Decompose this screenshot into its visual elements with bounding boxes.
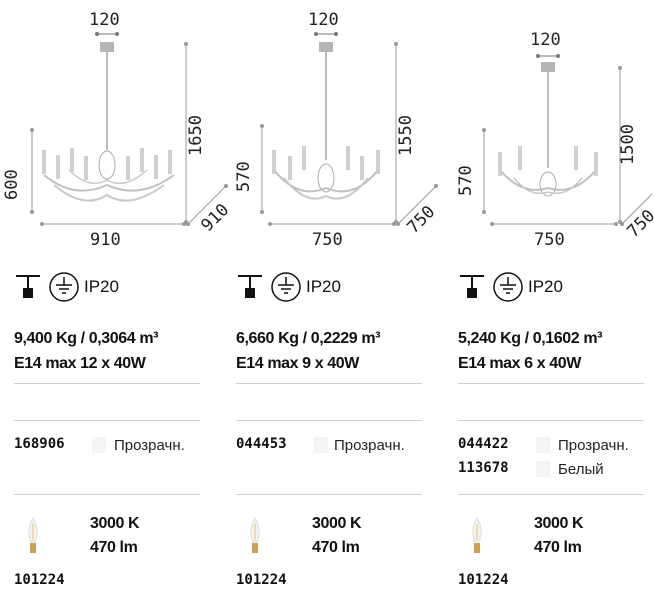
finish-label: Прозрачн.	[334, 437, 405, 454]
color-temperature: 3000 K	[534, 515, 584, 532]
incandescent-bulb-icon	[250, 517, 260, 553]
finish-swatch	[536, 461, 550, 477]
canopy-dimension: 120	[89, 10, 120, 30]
bulb-code: 101224	[236, 572, 287, 588]
height-dimension: 1500	[618, 124, 638, 165]
divider	[236, 494, 422, 495]
finish-label: Прозрачн.	[558, 437, 629, 454]
bulb-code: 101224	[14, 572, 65, 588]
divider	[236, 383, 422, 384]
earth-ground-icon	[271, 272, 301, 302]
product-code: 113678	[458, 460, 509, 476]
chandelier-drawing	[30, 32, 228, 226]
divider	[236, 420, 422, 421]
divider	[458, 494, 644, 495]
product-code: 044453	[236, 436, 287, 452]
color-temperature: 3000 K	[312, 515, 362, 532]
lamp-spec: E14 max 12 x 40W	[14, 355, 146, 372]
product-code: 044422	[458, 436, 509, 452]
product-column-2: 120 1550 570 750 750 IP20 6,660 Kg / 0,2…	[234, 0, 446, 592]
finish-swatch	[314, 437, 328, 453]
weight-volume: 9,400 Kg / 0,3064 m³	[14, 330, 159, 347]
body-dimension: 570	[456, 165, 476, 196]
canopy-dimension: 120	[308, 10, 339, 30]
body-dimension: 570	[234, 161, 254, 192]
lumen-output: 470 lm	[90, 539, 138, 556]
chandelier-drawing	[260, 32, 438, 226]
incandescent-bulb-icon	[472, 517, 482, 553]
product-column-1: 120 1650 600 910 910 IP20 9,400 Kg / 0,3…	[2, 0, 233, 592]
earth-ground-icon	[49, 272, 79, 302]
divider	[14, 494, 200, 495]
weight-volume: 6,660 Kg / 0,2229 m³	[236, 330, 381, 347]
lamp-spec: E14 max 9 x 40W	[236, 355, 359, 372]
body-dimension: 600	[2, 169, 22, 200]
product-column-3: 120 1500 570 750 750 IP20 5,240 Kg / 0,1…	[456, 0, 654, 592]
lamp-spec: E14 max 6 x 40W	[458, 355, 581, 372]
canopy-dimension: 120	[530, 30, 561, 50]
symbols-row: IP20	[236, 270, 341, 304]
symbols-row: IP20	[14, 270, 119, 304]
divider	[14, 420, 200, 421]
width-dimension: 750	[312, 230, 343, 250]
code-row: 168906 Прозрачн.	[14, 436, 224, 456]
ip-rating: IP20	[528, 277, 563, 296]
height-dimension: 1550	[396, 115, 416, 156]
divider	[458, 420, 644, 421]
bulb-code: 101224	[458, 572, 509, 588]
code-row: 113678 Белый	[458, 460, 654, 480]
width-dimension: 750	[534, 230, 565, 250]
symbols-row: IP20	[458, 270, 563, 304]
earth-ground-icon	[493, 272, 523, 302]
ceiling-mount-icon	[238, 275, 262, 298]
width-dimension: 910	[90, 230, 121, 250]
code-row: 044422 Прозрачн.	[458, 436, 654, 456]
ip-rating: IP20	[84, 277, 119, 296]
chandelier-drawing	[482, 54, 653, 226]
lumen-output: 470 lm	[534, 539, 582, 556]
incandescent-bulb-icon	[28, 517, 38, 553]
finish-swatch	[92, 437, 106, 453]
ip-rating: IP20	[306, 277, 341, 296]
ceiling-mount-icon	[460, 275, 484, 298]
ceiling-mount-icon	[16, 275, 40, 298]
product-code: 168906	[14, 436, 65, 452]
lumen-output: 470 lm	[312, 539, 360, 556]
code-row: 044453 Прозрачн.	[236, 436, 446, 456]
height-dimension: 1650	[186, 115, 206, 156]
finish-swatch	[536, 437, 550, 453]
color-temperature: 3000 K	[90, 515, 140, 532]
finish-label: Прозрачн.	[114, 437, 185, 454]
divider	[458, 383, 644, 384]
divider	[14, 383, 200, 384]
weight-volume: 5,240 Kg / 0,1602 m³	[458, 330, 603, 347]
finish-label: Белый	[558, 461, 604, 478]
